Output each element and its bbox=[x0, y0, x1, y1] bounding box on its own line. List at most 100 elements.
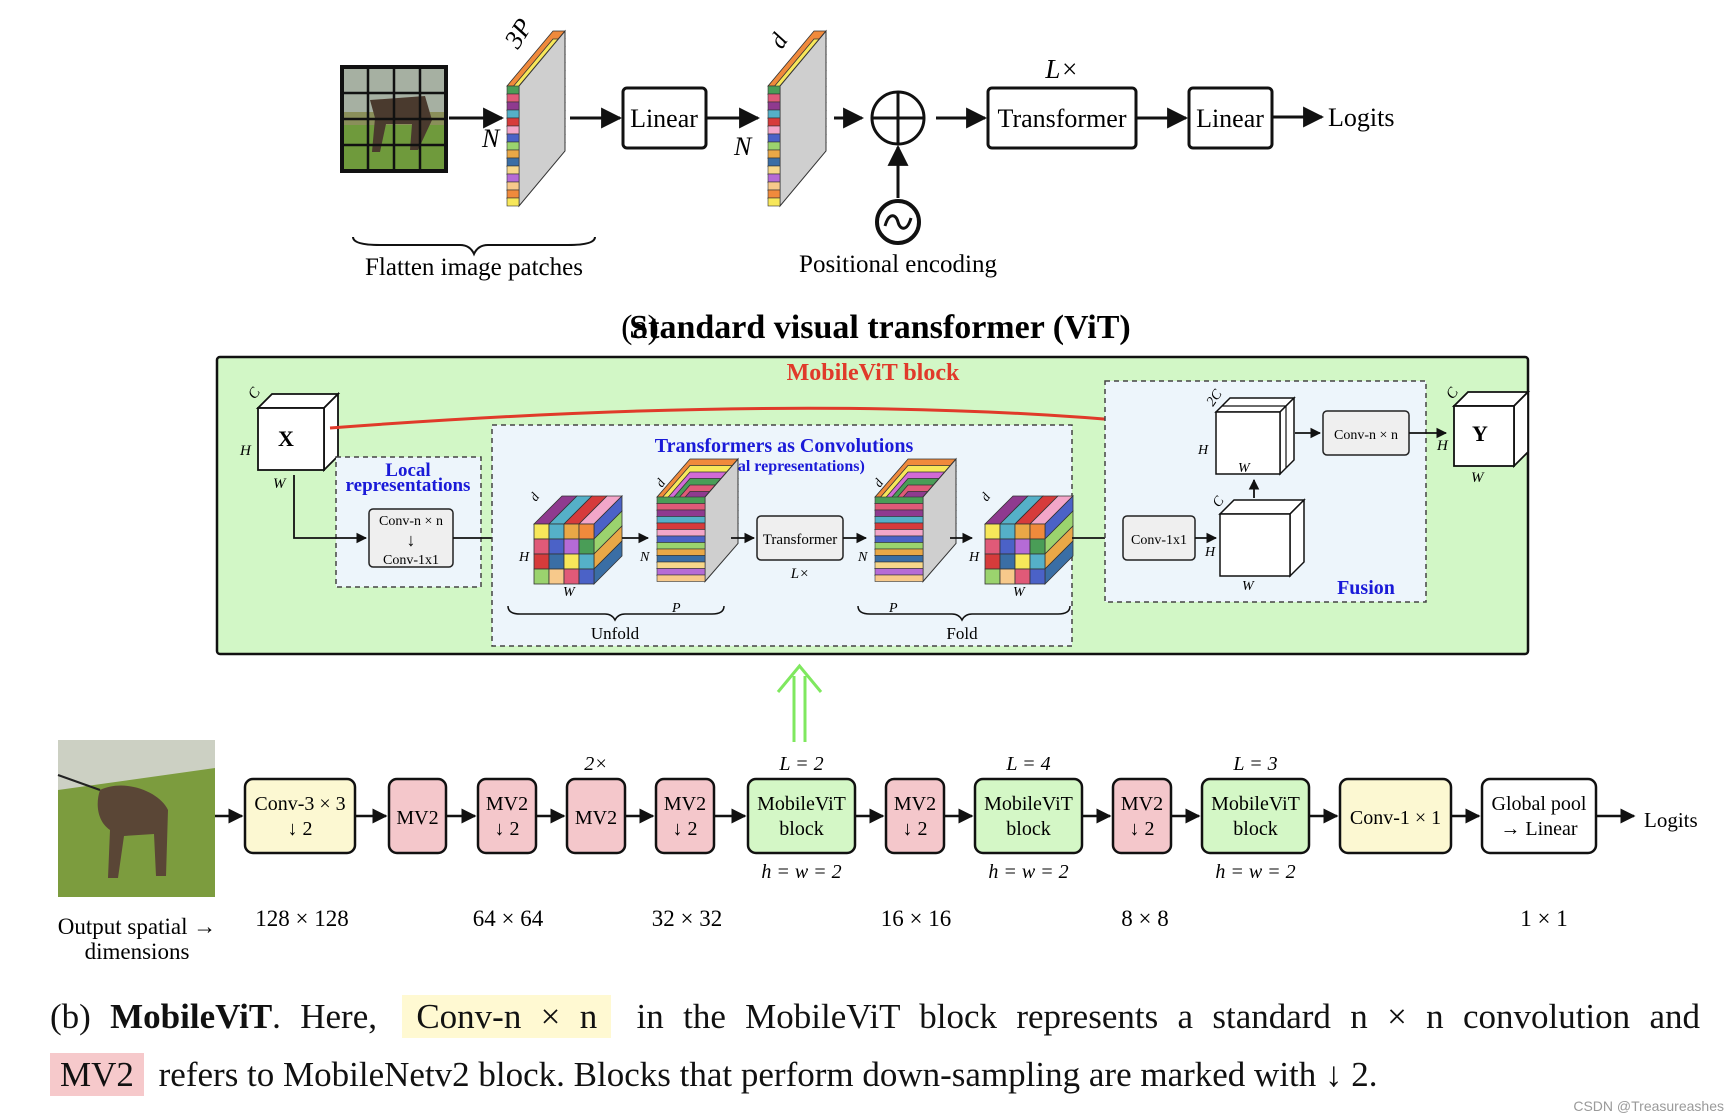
pipeline-stage-3 bbox=[476, 777, 538, 855]
vit-transformer-label: Transformer bbox=[997, 104, 1126, 133]
embedding-row bbox=[874, 574, 924, 582]
grid-front-cell bbox=[563, 523, 580, 540]
stage-label-1: MV2 bbox=[894, 793, 936, 815]
embedding-row bbox=[506, 133, 520, 143]
fusion-label: Fusion bbox=[1337, 577, 1395, 599]
mv2-chip: MV2 bbox=[50, 1053, 144, 1096]
caption-b-line-1: (b) MobileViT. Here, Conv-n × n in the M… bbox=[50, 995, 1700, 1038]
add-operator-icon bbox=[870, 90, 926, 146]
dim-label: 16 × 16 bbox=[881, 906, 951, 931]
caption-b-text1: . Here, bbox=[272, 997, 377, 1036]
embedding-row bbox=[874, 496, 924, 504]
stage-label-1: MV2 bbox=[575, 807, 617, 829]
grid-front-cell bbox=[548, 568, 565, 585]
grid-front-cell bbox=[999, 568, 1016, 585]
embedding-row bbox=[656, 568, 706, 576]
expand-arrow bbox=[776, 663, 823, 742]
stage-label-2: block bbox=[1006, 818, 1050, 840]
embedding-row bbox=[506, 125, 520, 135]
dim-label: 128 × 128 bbox=[255, 906, 348, 931]
grid-front-cell bbox=[578, 553, 595, 570]
stack1-p-label: P bbox=[671, 601, 681, 616]
stack2-n-label: N bbox=[857, 550, 868, 565]
stage-above-label: L = 3 bbox=[1232, 753, 1277, 775]
embedding-row bbox=[767, 197, 781, 207]
caption-b-text3: refers to MobileNetv2 block. Blocks that… bbox=[158, 1055, 1378, 1094]
stage-label-1: MV2 bbox=[664, 793, 706, 815]
stack-n-label: N bbox=[481, 124, 501, 153]
output-label-2: dimensions bbox=[85, 939, 190, 964]
embedding-row bbox=[656, 509, 706, 517]
pipeline-stage-9 bbox=[1111, 777, 1173, 855]
local-title-1: Local bbox=[385, 460, 430, 481]
embedding-row bbox=[656, 535, 706, 543]
stage-above-label: L = 2 bbox=[778, 753, 823, 775]
stack2-n-label: N bbox=[733, 132, 753, 161]
embedding-row bbox=[506, 117, 520, 127]
pipeline-stage-8 bbox=[973, 777, 1084, 855]
embedding-row bbox=[767, 117, 781, 127]
stack1-n-label: N bbox=[639, 550, 650, 565]
embedding-row bbox=[506, 149, 520, 159]
fold-label: Fold bbox=[946, 624, 978, 643]
stack-d-label: d bbox=[765, 28, 794, 53]
embedding-row bbox=[656, 561, 706, 569]
grid-front-cell bbox=[984, 523, 1001, 540]
cube2c-h-label: H bbox=[1197, 443, 1209, 458]
tac-subtitle: (global representations) bbox=[703, 458, 865, 475]
stage-label-2: ↓ 2 bbox=[288, 818, 313, 840]
stage-label-1: MobileViT bbox=[984, 793, 1073, 815]
transformed-patches-stack bbox=[874, 457, 957, 583]
stage-label-2: ↓ 2 bbox=[903, 818, 928, 840]
y-w-label: W bbox=[1471, 470, 1485, 486]
embedding-row bbox=[767, 125, 781, 135]
cube-side-face bbox=[1279, 396, 1295, 476]
pipeline-stage-1 bbox=[243, 777, 357, 855]
positional-encoding-label: Positional encoding bbox=[799, 251, 997, 278]
embedding-row bbox=[874, 529, 924, 537]
grid-front-cell bbox=[563, 553, 580, 570]
unfold-label: Unfold bbox=[591, 624, 640, 643]
output-label-1: Output spatial → bbox=[58, 914, 216, 939]
embedding-row bbox=[506, 109, 520, 119]
stage-below-label: h = w = 2 bbox=[1215, 861, 1295, 883]
block-transformer-label: Transformer bbox=[763, 532, 837, 548]
local-conv-bottom: Conv-1x1 bbox=[383, 553, 439, 568]
cube-front-face bbox=[1453, 405, 1515, 467]
vit-logits-label: Logits bbox=[1328, 103, 1394, 132]
vit-diagram: 3P N d N Linear Positional encoding L× T… bbox=[340, 13, 1394, 346]
grid-front-cell bbox=[1014, 523, 1031, 540]
fold-output-tensor bbox=[984, 495, 1074, 585]
embedding-row bbox=[874, 555, 924, 563]
grid-front-cell bbox=[578, 568, 595, 585]
conv-chip: Conv-n × n bbox=[402, 995, 612, 1038]
stack2-p-label: P bbox=[888, 601, 898, 616]
fusion-out-conv-label: Conv-n × n bbox=[1334, 428, 1398, 443]
embedding-row bbox=[506, 165, 520, 175]
embedding-row bbox=[767, 141, 781, 151]
embedding-row bbox=[767, 109, 781, 119]
y-h-label: H bbox=[1436, 438, 1449, 454]
stage-label-2: block bbox=[1233, 818, 1277, 840]
concat-tensor-2c bbox=[1214, 396, 1296, 476]
grid-front-cell bbox=[578, 523, 595, 540]
cubec-h-label: H bbox=[1204, 545, 1216, 560]
embedding-row bbox=[656, 555, 706, 563]
pipeline-stage-7 bbox=[884, 777, 946, 855]
stage-above-label: L = 4 bbox=[1005, 753, 1050, 775]
cube-side-face bbox=[1289, 498, 1305, 578]
grid-front-cell bbox=[533, 568, 550, 585]
embedding-row bbox=[874, 503, 924, 511]
embedding-row bbox=[767, 165, 781, 175]
caption-b-title: MobileViT bbox=[110, 997, 273, 1036]
y-label: Y bbox=[1472, 421, 1488, 446]
dim-label: 64 × 64 bbox=[473, 906, 544, 931]
embedding-row bbox=[506, 157, 520, 167]
embedding-row bbox=[506, 141, 520, 151]
grid-front-cell bbox=[984, 568, 1001, 585]
vit-repeat-label: L× bbox=[1044, 54, 1078, 84]
embedding-row bbox=[506, 93, 520, 103]
stage-label-2: → Linear bbox=[1500, 818, 1578, 840]
grid-front-cell bbox=[999, 538, 1016, 555]
